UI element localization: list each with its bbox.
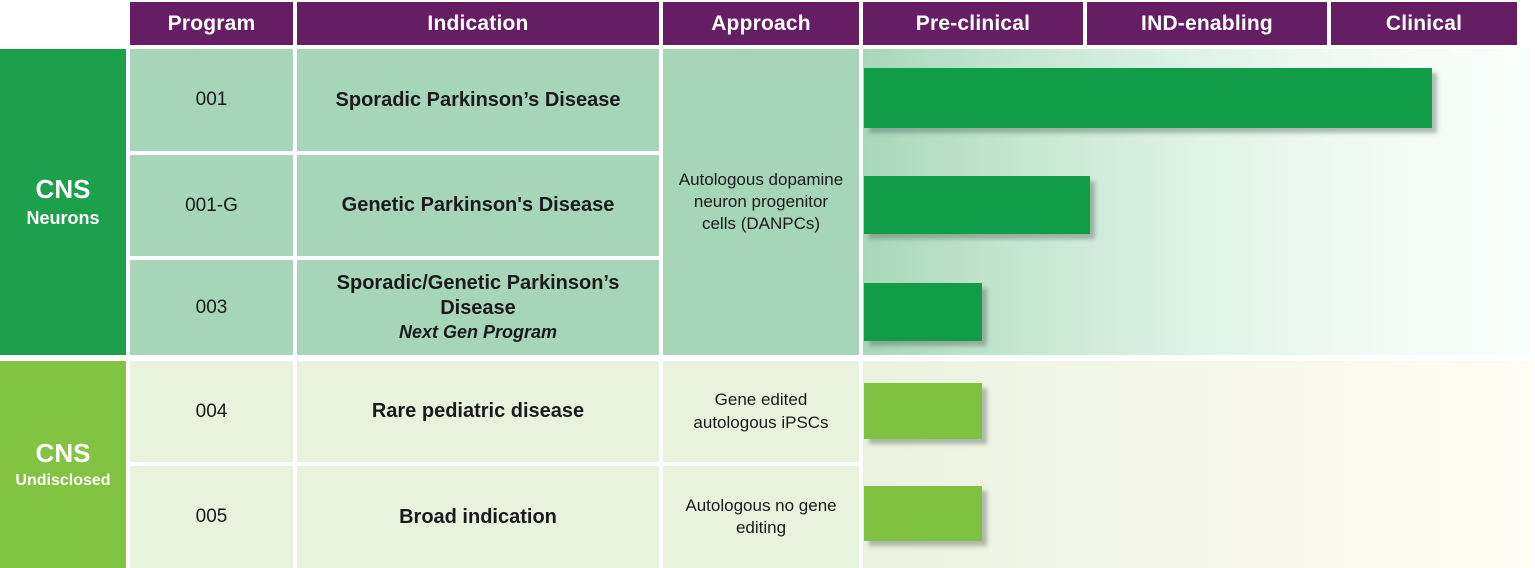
approach-cell: Autologous no gene editing [663, 466, 859, 568]
program-cell: 004 [130, 361, 293, 462]
approach-cell-merged: Autologous dopamine neuron progenitor ce… [663, 49, 859, 355]
indication-cell: Sporadic/Genetic Parkinson’s Disease Nex… [297, 260, 659, 355]
header-preclinical: Pre-clinical [863, 2, 1083, 45]
program-cell: 005 [130, 466, 293, 568]
header-indication: Indication [297, 2, 659, 45]
section-label-cns-neurons: CNS Neurons [0, 49, 126, 355]
program-cell: 001-G [130, 155, 293, 256]
section-title: CNS [35, 438, 91, 469]
header-approach: Approach [663, 2, 859, 45]
header-ind-enabling: IND-enabling [1087, 2, 1327, 45]
indication-cell: Sporadic Parkinson’s Disease [297, 49, 659, 151]
progress-bar-001-G [864, 176, 1090, 234]
program-cell: 001 [130, 49, 293, 151]
indication-text: Sporadic/Genetic Parkinson’s Disease [336, 272, 620, 320]
progress-bar-003 [864, 283, 982, 341]
section-subtitle: Undisclosed [15, 471, 111, 489]
section-subtitle: Neurons [26, 207, 100, 228]
program-cell: 003 [130, 260, 293, 355]
section-label-cns-undisclosed: CNS Undisclosed [0, 361, 126, 568]
progress-bar-004 [864, 383, 982, 439]
progress-bar-001 [864, 68, 1432, 128]
header-program: Program [130, 2, 293, 45]
indication-note: Next Gen Program [398, 322, 558, 343]
header-clinical: Clinical [1331, 2, 1517, 45]
approach-cell: Gene edited autologous iPSCs [663, 361, 859, 462]
indication-cell: Genetic Parkinson's Disease [297, 155, 659, 256]
indication-cell: Broad indication [297, 466, 659, 568]
progress-bar-005 [864, 486, 982, 541]
indication-cell: Rare pediatric disease [297, 361, 659, 462]
section-title: CNS [35, 174, 91, 205]
